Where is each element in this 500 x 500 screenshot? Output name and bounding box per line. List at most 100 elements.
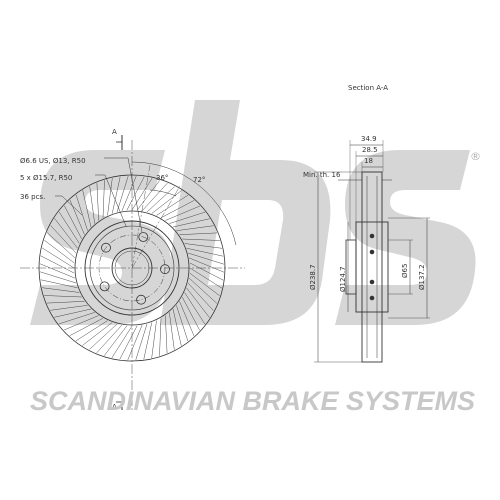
bolt-hole [138,232,149,242]
angle-arc-72 [131,161,237,246]
dia-65: Ø65 [401,264,409,278]
vane-line [107,178,113,216]
vane-line [169,211,206,224]
section-title: Section A-A [348,84,388,92]
vane-line [40,263,75,279]
vane-line [126,176,145,211]
vane-line [135,323,148,360]
bolt-hole [136,294,147,305]
vane-line [184,243,222,249]
vane-line [54,308,92,318]
vane-line [64,315,99,331]
vane-line [159,318,162,356]
registered-mark: ® [470,150,481,163]
sbs-watermark-logo [30,100,476,325]
vane-line [176,225,214,231]
vane-line [96,182,99,221]
vane-line [42,287,80,293]
vane-line [119,325,138,360]
vane-line [187,282,214,311]
vane-line [151,320,157,358]
angle-label-72: 72° [193,176,205,184]
dia-238-7: Ø238.7 [309,264,317,290]
angle-arc-36 [149,189,177,197]
vane-line [40,279,78,289]
vane-line [82,322,113,346]
vane-line [189,262,224,281]
vane-line [182,296,200,331]
vane-line [69,318,104,336]
vane-line [179,232,218,235]
dim-18: 18 [364,157,373,165]
vane-line [151,190,182,214]
vane-line [116,176,129,213]
section-bolt-holes [369,233,375,301]
bolt-hole [101,242,111,253]
leader-line-1 [104,157,143,233]
vane-line [75,194,88,231]
vane-line [146,186,175,213]
vane-line [89,323,118,350]
leader-line-2 [95,174,127,227]
dia-124-7: Ø124.7 [339,266,347,292]
vane-line [187,252,224,265]
vane-line [176,305,189,342]
vane-line [111,325,133,358]
bolt-hole [99,281,110,292]
vane-line [189,257,224,273]
callout-hole-spec: Ø6.6 US, Ø13, R50 [20,157,86,165]
vane-line [141,182,168,212]
vane-line [50,305,88,311]
vane-line [189,272,220,296]
vane-line [160,200,195,218]
section-view [314,140,430,363]
vane-line [58,312,95,325]
section-marker-bottom: A [112,403,117,411]
vane-line [42,247,75,269]
vane-line [165,205,200,221]
vane-line [96,324,123,354]
vane-line [58,211,80,244]
vane-line [186,287,210,318]
vane-line [111,176,121,214]
section-disc-outline [361,171,383,363]
vane-line [184,292,206,325]
cooling-vanes [40,176,224,360]
vane-line [156,194,189,216]
vane-line [121,176,137,211]
vane-line [182,238,220,241]
dim-34-9: 34.9 [361,135,377,143]
section-hub-face [345,239,357,295]
vane-line [172,308,182,346]
vane-line [165,315,168,354]
vane-line [50,225,77,254]
vane-line [188,277,218,304]
min-thickness-label: Min. th. 16 [303,171,341,179]
vane-line [82,190,92,228]
vane-line [40,255,75,274]
angle-label-36: 36° [156,174,168,182]
dia-137-2: Ø137.2 [418,264,426,290]
vane-line [136,180,160,211]
dim-28-5: 28.5 [362,146,378,154]
vane-line [102,180,105,218]
vane-line [44,240,75,264]
vane-line [179,301,195,336]
vane-line [54,218,78,249]
vane-line [186,247,224,257]
front-view [20,135,245,410]
vane-line [189,267,222,289]
vane-line [89,186,95,224]
vane-line [127,325,143,360]
vane-line [64,205,82,240]
vane-line [172,218,210,228]
vane-line [44,295,82,298]
brand-tagline: SCANDINAVIAN BRAKE SYSTEMS [30,386,475,416]
vane-line [131,178,153,211]
leader-line-3 [55,195,83,216]
callout-vane-count: 36 pcs. [20,193,45,201]
vane-line [104,325,128,356]
vane-line [143,322,153,360]
vane-line [46,301,85,304]
vane-line [46,232,76,259]
